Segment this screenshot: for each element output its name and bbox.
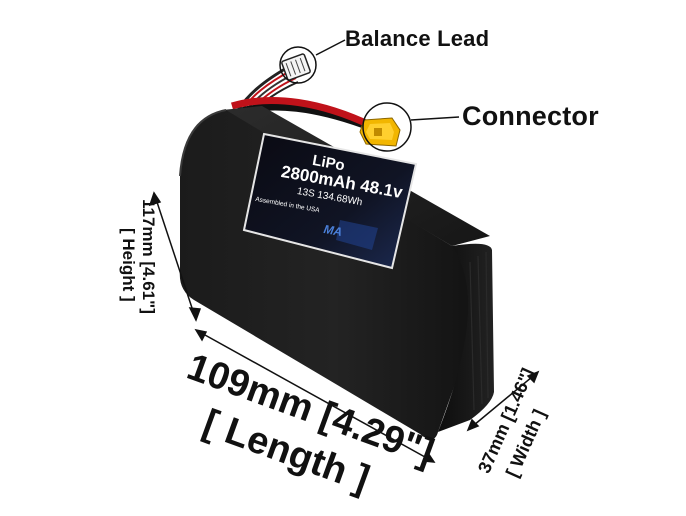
balance-lead-pointer <box>315 39 346 56</box>
side-ridges <box>469 251 489 411</box>
battery-side-face <box>438 243 494 432</box>
connector-highlight-circle <box>362 102 412 152</box>
connector-pointer <box>410 116 460 121</box>
connector-plug <box>359 117 401 147</box>
brand-logo: MA <box>322 222 344 240</box>
balance-lead-label: Balance Lead <box>345 26 490 51</box>
connector-label: Connector <box>462 101 599 131</box>
dimension-arrows <box>148 191 540 463</box>
height-caption: [ Height ] <box>119 228 138 302</box>
balance-lead-highlight-circle <box>279 46 317 84</box>
height-dimension: 117mm [4.61"] <box>139 199 158 314</box>
